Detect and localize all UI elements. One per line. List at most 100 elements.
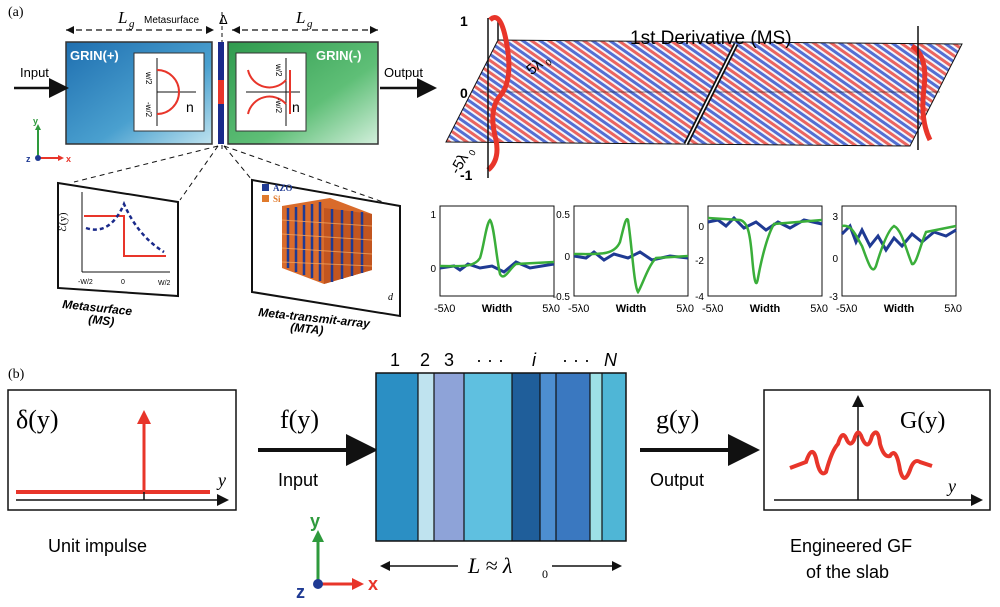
small-plot-blue-series (439, 260, 555, 274)
derivative-y-bottom: -1 (460, 167, 473, 183)
small-plot-tick: 0 (564, 252, 570, 263)
svg-text:W/2: W/2 (158, 280, 171, 287)
mta-caption-abbr: (MTA) (290, 320, 324, 337)
small-plot-tick: 3 (832, 212, 838, 223)
lg-dimension-left: L g (66, 8, 214, 34)
small-plot-green-series (841, 224, 957, 271)
svg-text:· · ·: · · · (562, 350, 590, 370)
small-plot-xmin: -5λ0 (702, 303, 723, 315)
svg-text:y: y (310, 511, 320, 531)
panel-b-label: (b) (8, 367, 25, 382)
ms-caption-abbr: (MS) (88, 312, 115, 329)
output-label-a: Output (384, 65, 423, 80)
input-label-b: Input (278, 470, 318, 490)
svg-text:L: L (117, 8, 127, 27)
svg-text:0: 0 (543, 57, 553, 68)
svg-text:g: g (307, 18, 313, 30)
grin-minus-inset: w/2 -w/2 n (235, 52, 307, 132)
small-plot-green-series (573, 217, 689, 295)
metasurface-plot: ℰ(y) -W/2 0 W/2 (57, 181, 179, 298)
derivative-y-top: 1 (460, 13, 468, 29)
small-plot-tick: -4 (695, 292, 704, 303)
small-plot-xmax: 5λ0 (676, 303, 694, 315)
grin-plus-inset: w/2 -w/2 n (133, 52, 205, 132)
delta-label: δ(y) (16, 405, 59, 434)
slab-length-label: L ≈ λ (467, 553, 512, 578)
small-plot-xmax: 5λ0 (944, 303, 962, 315)
small-plot-tick: 1 (430, 210, 436, 221)
svg-text:n: n (186, 99, 194, 115)
small-plot-3: 0 -2 -4-5λ0 Width 5λ0 (695, 205, 828, 315)
small-plot-xmin: -5λ0 (568, 303, 589, 315)
svg-text:1: 1 (390, 350, 400, 370)
gf-label: G(y) (900, 408, 945, 434)
engineered-gf-line1: Engineered GF (790, 536, 912, 556)
small-plot-4: 3 0 -3-5λ0 Width 5λ0 (829, 205, 962, 315)
small-plot-blue-series (840, 223, 957, 253)
svg-text:x: x (66, 154, 71, 164)
metasurface-label: Metasurface (144, 15, 199, 26)
small-plot-tick: 0.5 (556, 210, 570, 221)
small-plot-xlabel: Width (884, 303, 915, 315)
small-plot-xmin: -5λ0 (836, 303, 857, 315)
input-label-a: Input (20, 65, 49, 80)
svg-text:2: 2 (420, 350, 430, 370)
derivative-title: 1st Derivative (MS) (630, 28, 792, 49)
small-plot-green-series (707, 216, 823, 285)
small-plot-tick: 0 (430, 264, 436, 275)
slab-length-arrow (380, 561, 622, 571)
small-plot-xlabel: Width (750, 303, 781, 315)
svg-text:-w/2: -w/2 (144, 102, 153, 118)
small-plot-tick: 0 (832, 254, 838, 265)
small-plot-tick: -3 (829, 292, 838, 303)
small-plot-xmax: 5λ0 (810, 303, 828, 315)
output-label-b: Output (650, 470, 704, 490)
small-plot-tick: 0 (698, 222, 704, 233)
svg-text:N: N (604, 350, 618, 370)
slab-length-sub: 0 (542, 567, 548, 581)
panel-a-label: (a) (8, 5, 24, 20)
small-plot-blue-series (707, 215, 823, 232)
svg-text:3: 3 (444, 350, 454, 370)
layered-slab (375, 372, 627, 542)
svg-text:ℰ(y): ℰ(y) (57, 212, 69, 232)
svg-text:z: z (26, 154, 31, 164)
derivative-y-mid: 0 (460, 85, 468, 101)
small-plot-xmin: -5λ0 (434, 303, 455, 315)
grin-plus-label: GRIN(+) (70, 48, 119, 63)
svg-text:· · ·: · · · (476, 350, 504, 370)
svg-text:AZO: AZO (273, 183, 293, 193)
svg-text:x: x (368, 574, 378, 594)
svg-text:L: L (295, 8, 305, 27)
gf-y-axis-label: y (946, 476, 956, 496)
small-plot-tick: -0.5 (553, 292, 571, 303)
axes-triad-a: y z x (26, 116, 71, 164)
small-plot-xlabel: Width (482, 303, 513, 315)
svg-text:0: 0 (121, 279, 125, 286)
svg-text:d: d (388, 292, 394, 303)
gf-curve (789, 430, 933, 480)
mta-plot: AZO Si d (251, 178, 401, 318)
svg-text:z: z (296, 582, 305, 602)
projection-lines (73, 145, 401, 209)
metasurface-core (218, 80, 224, 104)
delta-label: Δ (219, 12, 228, 27)
gf-box (763, 389, 991, 511)
lg-dimension-right: L g (232, 8, 378, 34)
svg-text:g: g (129, 18, 135, 30)
small-plot-xlabel: Width (616, 303, 647, 315)
derivative-3d-plot (445, 15, 963, 178)
svg-text:w/2: w/2 (144, 71, 153, 85)
svg-text:Si: Si (273, 194, 281, 204)
mta-pillars (281, 198, 373, 284)
small-plot-tick: -2 (695, 256, 704, 267)
svg-text:-w/2: -w/2 (274, 98, 283, 114)
svg-text:n: n (292, 99, 300, 115)
small-plot-frame (841, 205, 957, 297)
grin-minus-label: GRIN(-) (316, 48, 362, 63)
g-label: g(y) (656, 405, 699, 434)
svg-text:i: i (532, 350, 537, 370)
